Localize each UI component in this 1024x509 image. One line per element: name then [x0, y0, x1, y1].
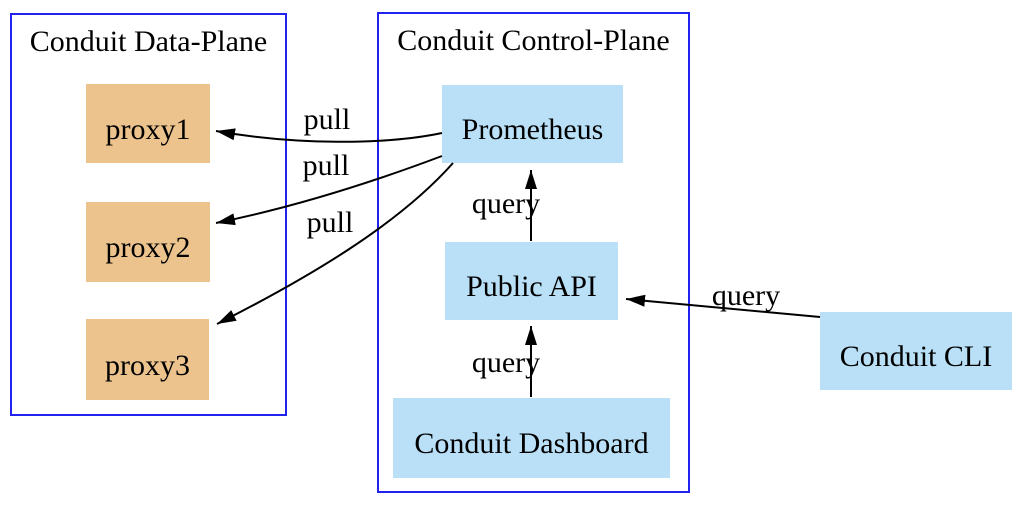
node-conduit-dashboard: Conduit Dashboard — [393, 398, 670, 478]
edge-label-query-cli: query — [711, 279, 781, 312]
node-public-api-label: Public API — [466, 270, 597, 303]
node-proxy2: proxy2 — [86, 202, 210, 282]
node-proxy3: proxy3 — [86, 319, 209, 400]
edge-label-query-dashboard: query — [471, 346, 541, 379]
cluster-control-plane-title: Conduit Control-Plane — [397, 24, 670, 57]
node-public-api: Public API — [445, 242, 618, 320]
node-prometheus-label: Prometheus — [461, 113, 604, 146]
cluster-data-plane-title: Conduit Data-Plane — [29, 25, 268, 58]
node-proxy3-label: proxy3 — [105, 348, 190, 382]
edge-label-query-prometheus: query — [471, 187, 541, 220]
node-proxy1-label: proxy1 — [105, 112, 191, 146]
edge-label-pull-proxy1: pull — [303, 103, 351, 136]
edge-label-pull-proxy2: pull — [302, 149, 350, 182]
node-proxy2-label: proxy2 — [105, 231, 191, 264]
edge-label-pull-proxy3: pull — [306, 206, 354, 239]
node-conduit-cli-label: Conduit CLI — [839, 340, 993, 373]
node-conduit-dashboard-label: Conduit Dashboard — [414, 427, 649, 460]
node-conduit-cli: Conduit CLI — [820, 312, 1012, 390]
node-proxy1: proxy1 — [86, 84, 210, 163]
node-prometheus: Prometheus — [442, 85, 623, 163]
